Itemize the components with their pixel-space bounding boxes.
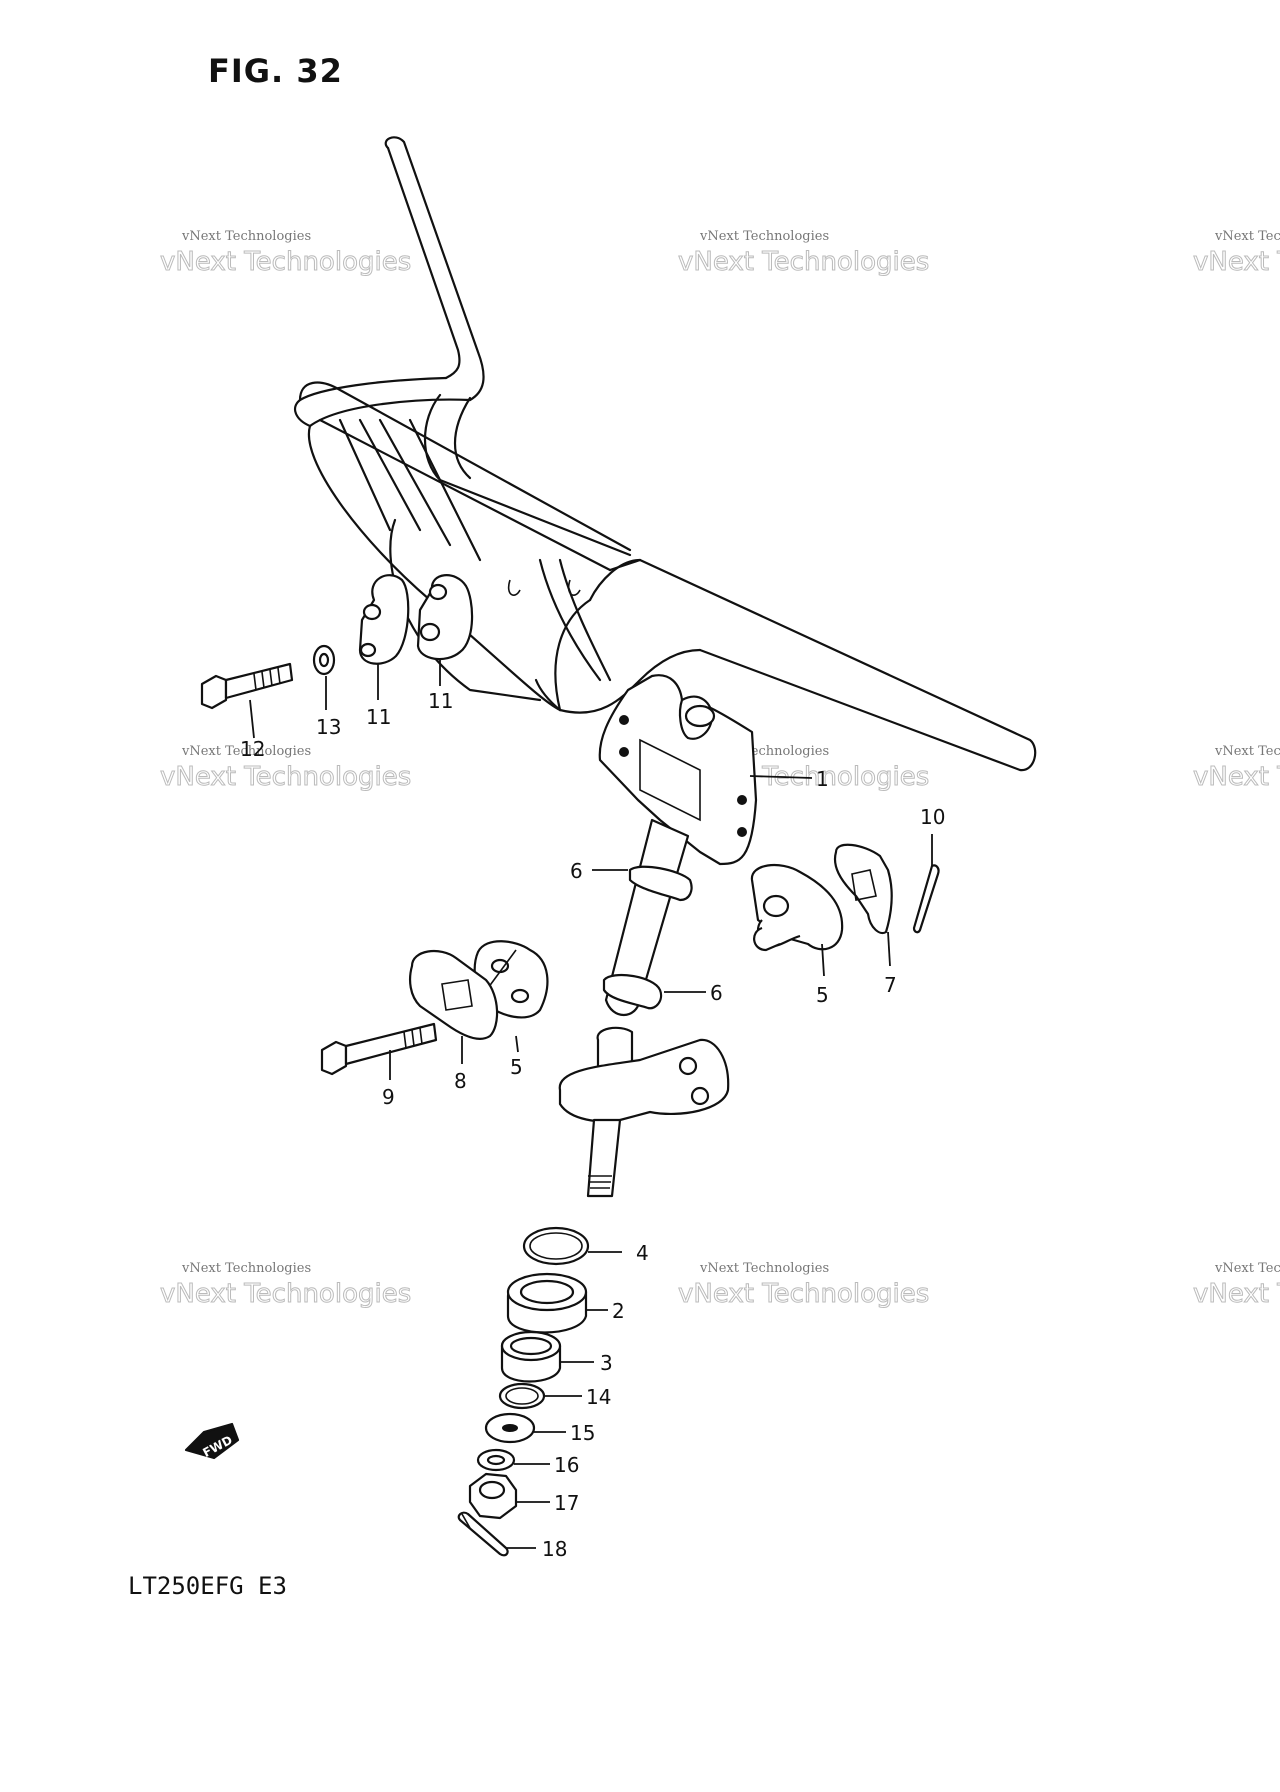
callout-6-upper: 6: [570, 859, 583, 883]
holder-bolt: [200, 662, 294, 710]
oil-seal: [498, 1382, 546, 1410]
watermark-text: vNext Technologies: [699, 1261, 829, 1276]
watermark-outline-text: vNext Technologies: [678, 247, 929, 277]
callout-3: 3: [600, 1351, 613, 1375]
callout-2: 2: [612, 1299, 625, 1323]
steering-bearing: [506, 1272, 588, 1334]
watermark-text: vNext Technologies: [699, 229, 829, 244]
callout-15: 15: [570, 1421, 595, 1445]
holder-plate: [833, 843, 893, 935]
handlebar: [293, 136, 1037, 772]
callout-17: 17: [554, 1491, 579, 1515]
thrust-washer: [484, 1412, 536, 1444]
callout-18: 18: [542, 1537, 567, 1561]
watermark-text: vNext Technologies: [181, 229, 311, 244]
leader-lines: [249, 660, 933, 1549]
watermark-outline-text: vNext Technologies: [160, 247, 411, 277]
cotter-pin-upper: [912, 864, 940, 934]
bearing-race: [500, 1330, 562, 1383]
forward-direction-badge: FWD: [184, 1422, 240, 1460]
holder-washer: [312, 644, 336, 676]
watermark-outline-text: vNext Technologies: [678, 1279, 929, 1309]
callout-12: 12: [240, 737, 265, 761]
watermark-group: vNext Technologies vNext Technologies vNe…: [160, 229, 1280, 1310]
callout-1: 1: [816, 767, 829, 791]
callout-10: 10: [920, 805, 945, 829]
watermark-text: vNext Technologies: [1214, 229, 1280, 244]
figure-title: FIG. 32: [208, 52, 343, 90]
callout-16: 16: [554, 1453, 579, 1477]
circlip: [522, 1226, 590, 1266]
callout-6-lower: 6: [710, 981, 723, 1005]
watermark-outline-text: vNext Technologies: [1193, 247, 1280, 277]
callout-4: 4: [636, 1241, 649, 1265]
castle-nut: [468, 1472, 518, 1520]
holder-plate-left: [409, 950, 499, 1041]
model-code: LT250EFG E3: [128, 1572, 287, 1600]
callout-11-right: 11: [428, 689, 453, 713]
watermark-text: vNext Technologies: [1214, 1261, 1280, 1276]
watermark-text: vNext Technologies: [1214, 744, 1280, 759]
cotter-pin-lower: [457, 1511, 509, 1557]
handlebar-brace: [298, 381, 632, 702]
watermark-text: vNext Technologies: [181, 1261, 311, 1276]
callout-11-left: 11: [366, 705, 391, 729]
steering-shaft-lower: [558, 1026, 730, 1198]
callout-5-left: 5: [510, 1055, 523, 1079]
upper-handlebar-holder-left: [358, 574, 410, 665]
lower-holder-right: [750, 864, 844, 952]
holder-bolt-lower: [320, 1022, 438, 1076]
steering-shaft: [598, 674, 758, 1016]
callout-7: 7: [884, 973, 897, 997]
callout-5-right: 5: [816, 983, 829, 1007]
upper-handlebar-holder-right: [416, 574, 474, 661]
watermark-outline-text: vNext Technologies: [1193, 762, 1280, 792]
callout-14: 14: [586, 1385, 611, 1409]
spring-washer: [476, 1448, 516, 1472]
watermark-outline-text: vNext Technologies: [160, 762, 411, 792]
callout-labels: 12 13 11 11 1 6 6 5 7 10 5 8 9 4 2 3 14 …: [240, 689, 945, 1561]
watermark-outline-text: vNext Technologies: [1193, 1279, 1280, 1309]
callout-8: 8: [454, 1069, 467, 1093]
watermark-outline-text: vNext Technologies: [160, 1279, 411, 1309]
callout-13: 13: [316, 715, 341, 739]
callout-9: 9: [382, 1085, 395, 1109]
watermark-text: vNext Technologies: [181, 744, 311, 759]
